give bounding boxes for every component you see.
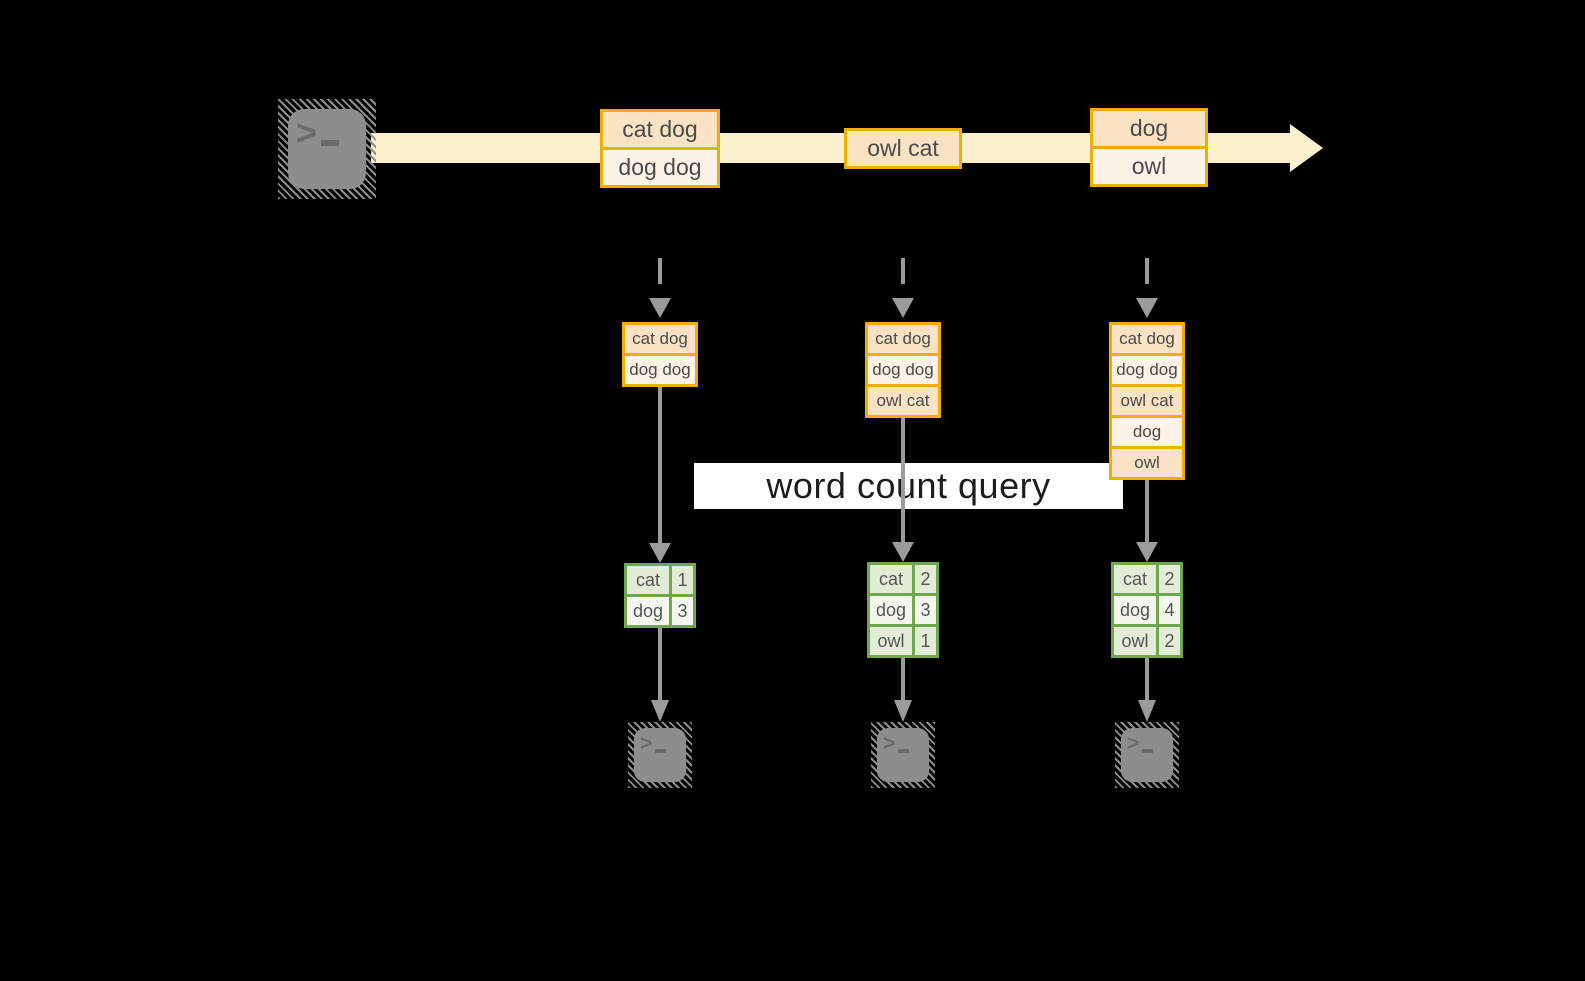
terminal-prompt-icon: > [296,112,318,153]
batch-item: dog dog [868,353,938,384]
batch-item: dog [1093,111,1205,146]
terminal-prompt-icon: > [1127,732,1140,755]
word-cell: cat [1114,565,1156,593]
count-cell: 2 [1156,627,1180,655]
batch-to-table-arrow [658,387,662,543]
output-terminal-icon: > [871,722,935,788]
word-cell: cat [870,565,912,593]
batch-item: dog [1112,415,1182,446]
arrowhead-icon [649,543,671,563]
stream-to-batch-dashed-arrow [901,258,905,298]
count-cell: 3 [912,596,936,624]
batch-item: owl cat [1112,384,1182,415]
count-cell: 1 [669,566,693,594]
table-to-terminal-arrow [901,658,905,700]
table-to-terminal-arrow [1145,658,1149,700]
terminal-prompt-icon: > [640,732,653,755]
output-terminal-icon: > [1115,722,1179,788]
word-cell: dog [1114,596,1156,624]
arrowhead-icon [651,700,669,722]
count-cell: 2 [912,565,936,593]
count-cell: 4 [1156,596,1180,624]
batch-item: owl [1093,146,1205,184]
arrowhead-icon [649,298,671,318]
terminal-cursor-icon [1142,749,1153,753]
arrowhead-icon [892,298,914,318]
terminal-cursor-icon [321,140,339,146]
word-cell: cat [627,566,669,594]
arrowhead-icon [1136,298,1158,318]
batch-item: owl [1112,446,1182,477]
terminal-cursor-icon [655,749,666,753]
batch-to-table-arrow [901,418,905,542]
stream-batch-box: owl cat [844,128,962,169]
word-count-query-banner: word count query [694,463,1123,509]
terminal-screen: > [288,109,366,189]
stream-arrowhead [1290,124,1323,172]
terminal-cursor-icon [898,749,909,753]
arrowhead-icon [894,700,912,722]
word-cell: owl [1114,627,1156,655]
count-cell: 1 [912,627,936,655]
source-terminal-icon: > [278,99,376,199]
arrowhead-icon [1136,542,1158,562]
arrowhead-icon [892,542,914,562]
stream-to-batch-dashed-arrow [1145,258,1149,298]
count-cell: 3 [669,597,693,625]
batch-item: dog dog [625,353,695,384]
batch-item: owl cat [868,384,938,415]
banner-label: word count query [766,465,1051,506]
count-cell: 2 [1156,565,1180,593]
batch-item: cat dog [1112,325,1182,353]
batch-item: cat dog [625,325,695,353]
output-terminal-icon: > [628,722,692,788]
table-to-terminal-arrow [658,628,662,700]
stream-to-batch-dashed-arrow [658,258,662,298]
terminal-screen: > [634,728,686,782]
batch-item: cat dog [868,325,938,353]
batch-to-table-arrow [1145,480,1149,542]
batch-item: owl cat [847,131,959,166]
arrowhead-icon [1138,700,1156,722]
word-cell: dog [627,597,669,625]
terminal-screen: > [877,728,929,782]
terminal-prompt-icon: > [883,732,896,755]
terminal-screen: > [1121,728,1173,782]
batch-item: dog dog [1112,353,1182,384]
word-cell: owl [870,627,912,655]
word-cell: dog [870,596,912,624]
batch-item: cat dog [603,112,717,147]
batch-item: dog dog [603,147,717,185]
